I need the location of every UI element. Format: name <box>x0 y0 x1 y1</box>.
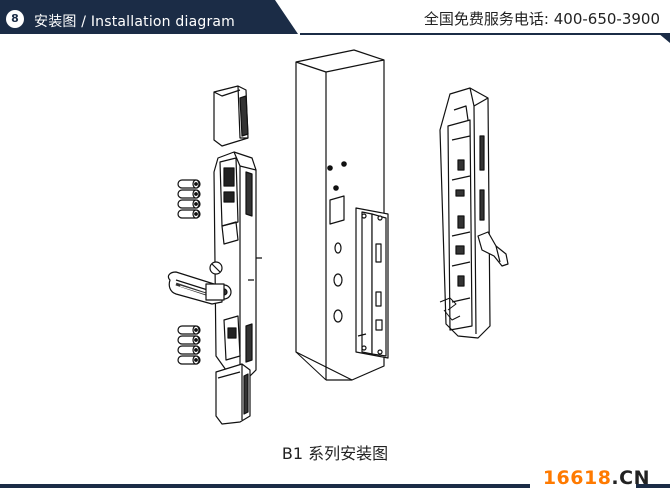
battery-icon <box>177 179 201 189</box>
installation-diagram <box>167 49 509 425</box>
battery-icon <box>177 199 201 209</box>
header-corner-triangle <box>658 33 670 43</box>
lock-mortise <box>355 207 389 359</box>
battery-icon <box>177 189 201 199</box>
front-lock-panel <box>209 151 262 379</box>
footer-rule-end <box>636 484 670 488</box>
header-band <box>0 0 298 34</box>
bottom-battery-cover <box>215 363 251 425</box>
battery-icon <box>177 345 201 355</box>
section-title: 安装图 / Installation diagram <box>34 14 236 30</box>
front-lever-handle <box>167 271 225 305</box>
battery-icon <box>177 325 201 335</box>
watermark-dot: . <box>611 467 620 489</box>
watermark-digits: 16618 <box>542 467 612 489</box>
top-battery-cover <box>213 85 249 147</box>
service-hotline: 全国免费服务电话: 400-650-3900 <box>423 10 660 28</box>
battery-icon <box>177 355 201 365</box>
watermark-suffix: CN <box>619 467 650 489</box>
diagram-caption: B1 系列安装图 <box>281 444 389 463</box>
rear-lock-assembly <box>439 87 509 339</box>
header-rule <box>300 33 670 35</box>
batteries-bottom <box>177 325 201 365</box>
site-watermark: 16618.CN <box>543 467 650 489</box>
step-number-badge: 8 <box>6 10 24 28</box>
battery-icon <box>177 209 201 219</box>
footer-rule <box>0 484 530 488</box>
front-lock-assembly <box>167 85 262 425</box>
battery-icon <box>177 335 201 345</box>
batteries-top <box>177 179 201 219</box>
